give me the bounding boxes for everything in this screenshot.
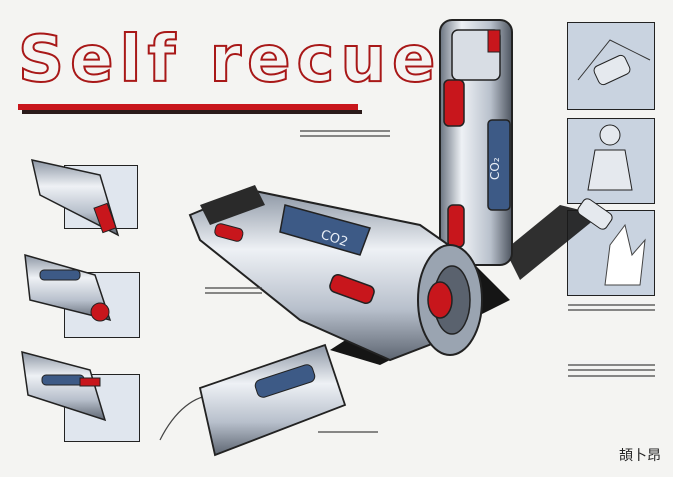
left-sketch-2 xyxy=(24,253,112,322)
right-illustration-1 xyxy=(577,39,651,86)
title-underline-shadow xyxy=(22,110,362,114)
right-illustration-2 xyxy=(587,124,633,191)
upright-device: CO₂ xyxy=(439,19,600,280)
co2-label-vertical: CO₂ xyxy=(488,157,502,180)
main-device: CO2 xyxy=(188,185,510,365)
title-underline xyxy=(18,104,358,110)
caption-lines xyxy=(205,130,655,433)
signature: 頡卜昂 xyxy=(619,448,661,464)
right-illustration-3 xyxy=(577,198,646,286)
bottom-hand-sketch xyxy=(159,343,347,457)
title-text: Self recuer xyxy=(17,23,479,97)
left-sketch-3 xyxy=(21,350,107,422)
left-sketch-1 xyxy=(31,159,120,237)
